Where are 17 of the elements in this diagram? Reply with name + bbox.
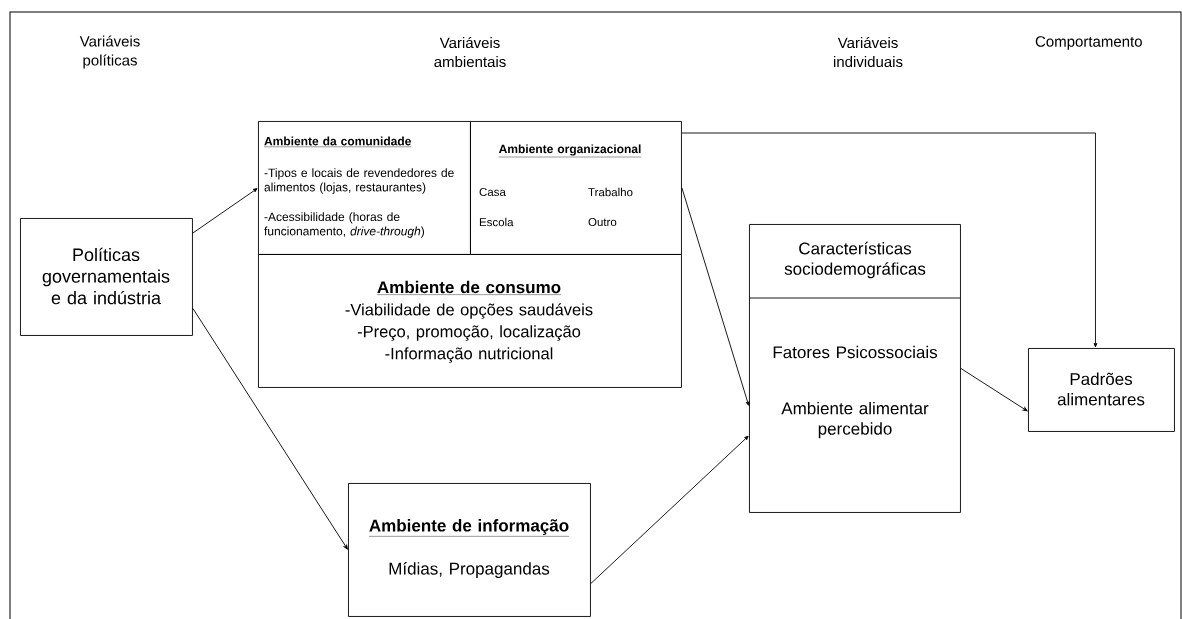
column-heading: Variáveis individuais [834, 36, 903, 68]
process-box: Políticas governamentais e da indústria [20, 218, 193, 336]
table-cell: Ambiente da comunidade -Tipos e locais de revendedores de alimentos (lojas, restaurantes) -Acessibilidade (horas de funcionamento, drive-through) [258, 121, 471, 255]
column-heading: Variáveis políticas [79, 35, 140, 69]
process-box: Ambiente de informação Mídias, Propagandas [348, 483, 591, 617]
arrow [960, 368, 1028, 412]
table-cell: Ambiente de consumo -Viabilidade de opções saudáveis -Preço, promoção, localização -Informação nutricional [258, 254, 682, 388]
column-heading: Variáveis ambientais [434, 36, 506, 68]
column-heading: Comportamento [1035, 36, 1142, 50]
process-box: Características sociodemográficas Fatores Psicossociais Ambiente alimentar percebido [748, 224, 961, 513]
arrow [681, 187, 750, 406]
arrow [192, 308, 348, 550]
arrow [590, 435, 749, 584]
arrow [681, 132, 1098, 348]
table-cell: Ambiente organizacional Casa Trabalho Escola Outro [470, 121, 682, 255]
arrow [192, 188, 258, 234]
process-box: Padrões alimentares [1028, 348, 1175, 432]
